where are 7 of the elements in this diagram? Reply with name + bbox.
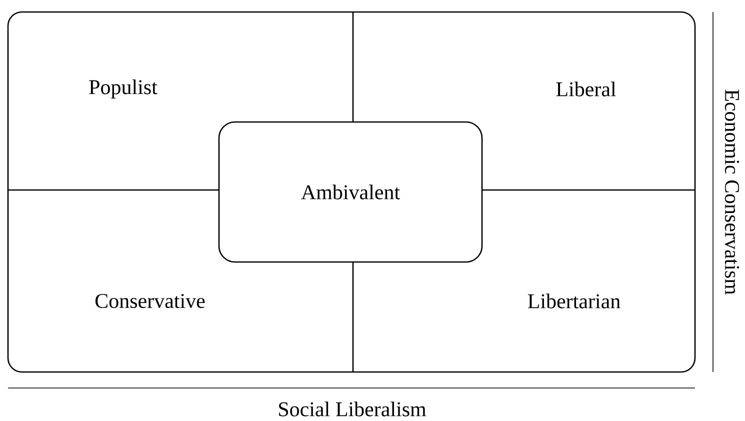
quadrant-label: Conservative <box>95 294 205 308</box>
axis-label: Economic Conservatism <box>724 90 740 295</box>
quadrant-label: Liberal <box>556 82 616 96</box>
quadrant-label: Libertarian <box>528 294 620 308</box>
quadrant-label: Populist <box>89 79 158 99</box>
center-box: Ambivalent <box>218 121 483 263</box>
axis-label: Social Liberalism <box>279 402 426 416</box>
